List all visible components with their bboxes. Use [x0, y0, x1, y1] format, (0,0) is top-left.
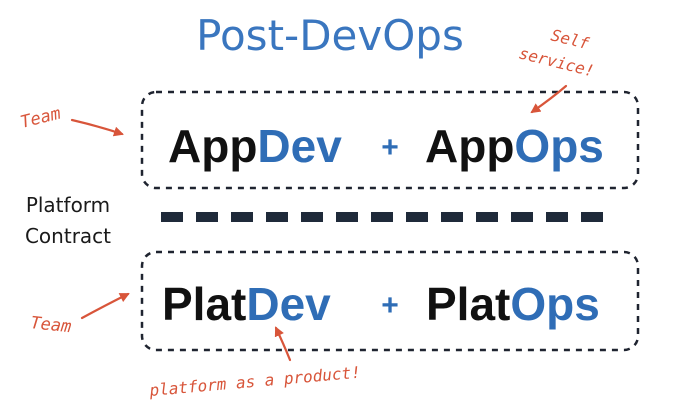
page-title: Post-DevOps: [196, 11, 464, 60]
platform-contract-label-line2: Contract: [25, 224, 111, 248]
contract-dash: [441, 212, 463, 222]
platdev-plat-part: Plat: [162, 278, 246, 330]
contract-dash: [266, 212, 288, 222]
platform-contract-label-line1: Platform: [26, 193, 110, 217]
appdev-app-part: App: [168, 120, 257, 172]
platdev-dev-part: Dev: [246, 278, 331, 330]
contract-dash: [546, 212, 568, 222]
platops-plat-part: Plat: [426, 278, 510, 330]
platform-product-arrow-icon: [274, 326, 292, 362]
bottom-plus-sign: +: [381, 289, 399, 322]
contract-dash: [581, 212, 603, 222]
top-plus-sign: +: [381, 131, 399, 164]
appops-ops-part: Ops: [514, 120, 603, 172]
contract-dash: [511, 212, 533, 222]
contract-dash: [406, 212, 428, 222]
contract-dash: [371, 212, 393, 222]
team-top-annotation: Team: [18, 104, 63, 133]
self-service-annotation-line1: Self: [549, 25, 591, 53]
contract-dash: [301, 212, 323, 222]
platops-label: PlatOps: [426, 278, 600, 330]
contract-dash: [336, 212, 358, 222]
platops-ops-part: Ops: [510, 278, 599, 330]
appops-label: AppOps: [425, 120, 604, 172]
platform-contract-line: [161, 212, 603, 222]
contract-dash: [196, 212, 218, 222]
platdev-label: PlatDev: [162, 278, 331, 330]
self-service-arrow-icon: [530, 84, 568, 114]
appdev-dev-part: Dev: [257, 120, 342, 172]
team-top-arrow-icon: [70, 118, 124, 137]
app-team-box: [140, 90, 640, 190]
appops-app-part: App: [425, 120, 514, 172]
contract-dash: [231, 212, 253, 222]
platform-product-annotation: platform as a product!: [148, 363, 362, 400]
contract-dash: [476, 212, 498, 222]
appdev-label: AppDev: [168, 120, 342, 172]
team-bottom-arrow-icon: [80, 292, 130, 320]
team-bottom-annotation: Team: [29, 313, 72, 337]
contract-dash: [161, 212, 183, 222]
platform-team-box: [140, 250, 640, 352]
